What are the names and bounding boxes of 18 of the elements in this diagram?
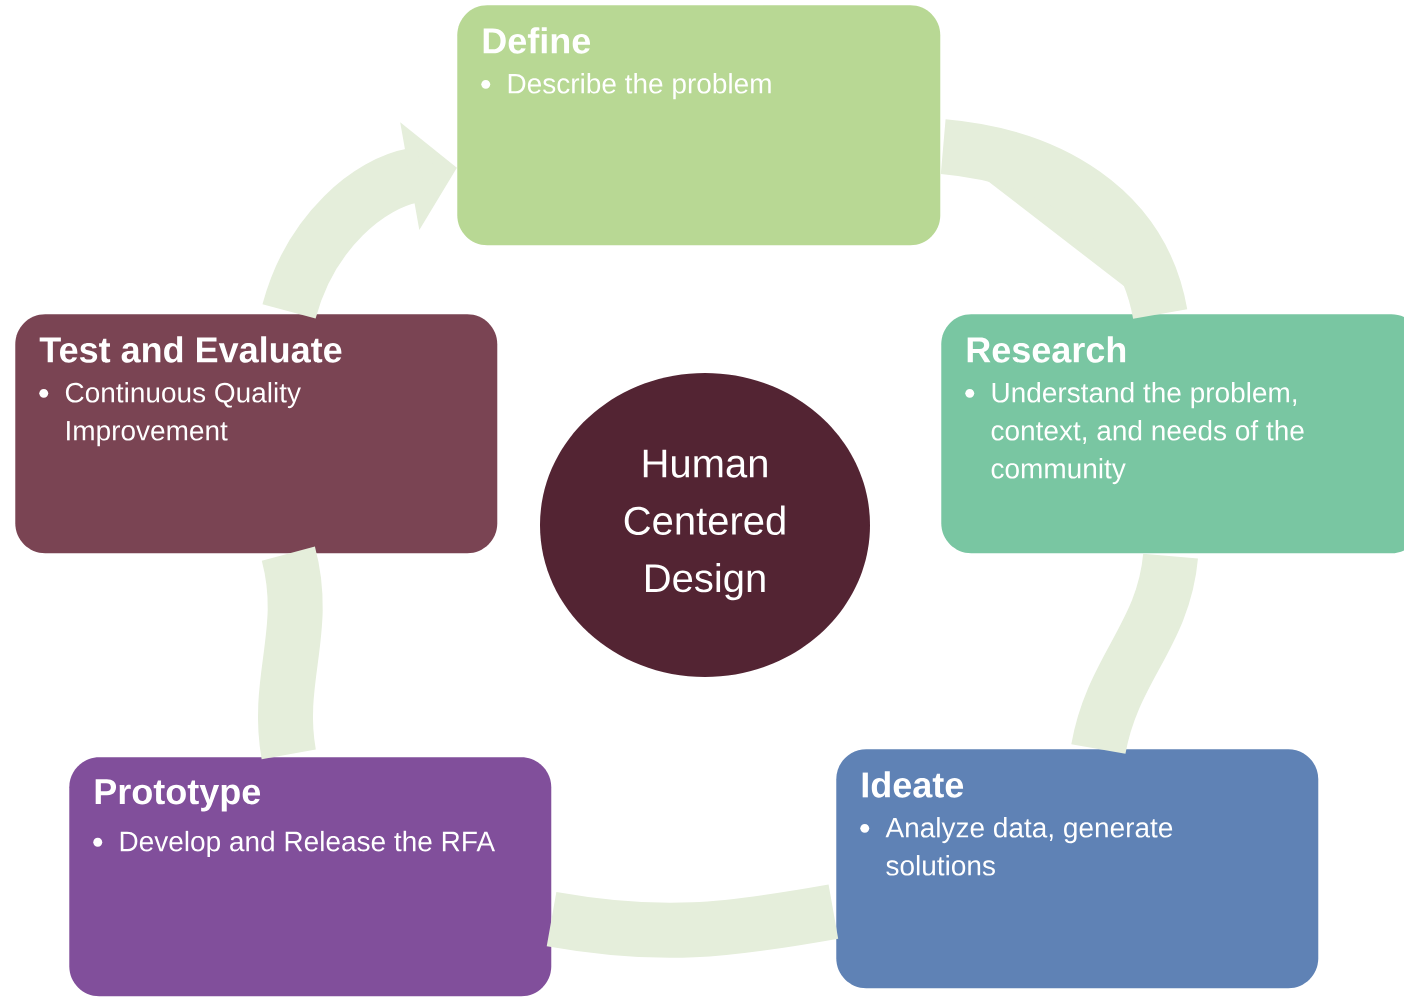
step-box [457,5,941,246]
bullet-text: Analyze data, generate solutions [885,817,1173,876]
step-heading: Ideate [862,771,964,798]
step-heading: Define [483,27,591,54]
step-heading: Prototype [95,779,261,812]
bullet-text: Describe the problem [508,73,771,100]
step-box [836,749,1319,989]
center-text: Human Centered Design [624,449,785,601]
step-heading: Research [967,336,1126,363]
cycle-arrow [939,119,1187,321]
bullet-text: Develop and Release the RFA [120,830,496,857]
step-box [69,757,552,997]
bullet-text: Understand the problem, context, and needs of the community [991,382,1304,485]
center-ellipse [540,373,870,677]
bullet-text: Continuous Quality Improvement [65,382,301,447]
step-box [941,314,1404,554]
step-box [15,314,498,554]
step-heading: Test and Evaluate [39,336,342,363]
